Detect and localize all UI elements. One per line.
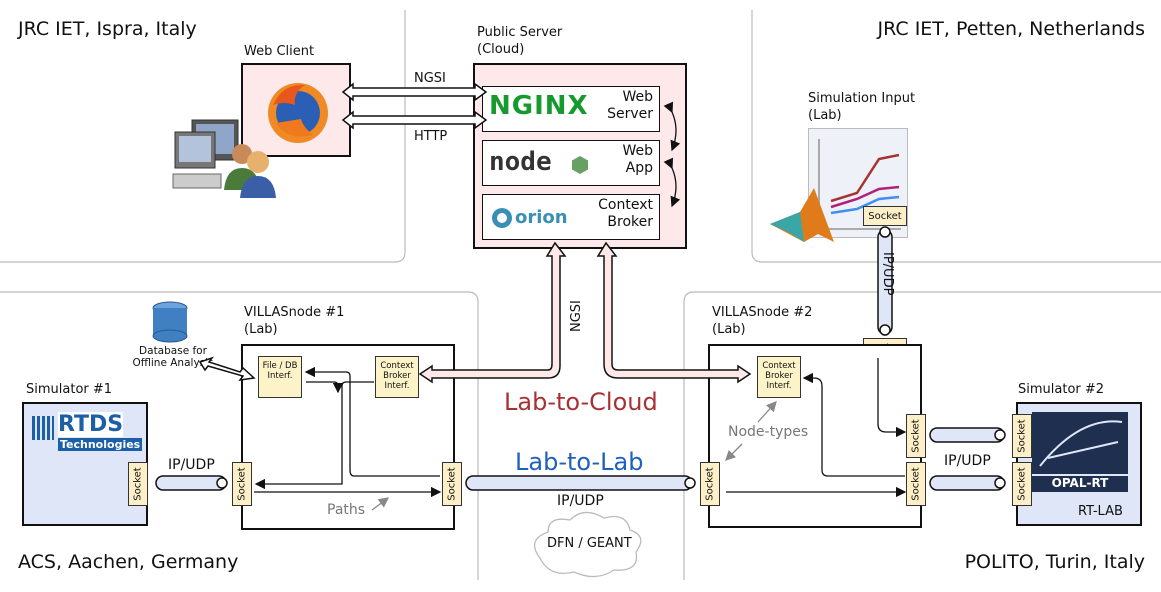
database-label: Database for Offline Analysis (132, 345, 214, 369)
socket-villas2-right-bottom: Socket (906, 462, 926, 506)
network-cloud-label: DFN / GEANT (547, 536, 632, 551)
lab-to-cloud-label: Lab-to-Cloud (504, 388, 658, 416)
socket-villas1-right: Socket (442, 462, 462, 506)
simulation-input-label: Simulation Input (Lab) (808, 91, 916, 123)
computer-users-icon (172, 119, 276, 198)
nodejs-logo: node (489, 147, 552, 177)
villas1-label: VILLASnode #1 (Lab) (244, 305, 345, 337)
villas2-context-broker-interface: Context Broker Interf. (757, 356, 801, 398)
lab-to-lab-label: Lab-to-Lab (515, 448, 644, 476)
public-server-label: Public Server (Cloud) (477, 25, 563, 57)
nginx-logo: NGINX (489, 91, 589, 121)
opal-rt-logo: OPAL-RT (1032, 476, 1128, 492)
rt-lab-label: RT-LAB (1078, 504, 1123, 519)
simulator1-label: Simulator #1 (26, 382, 113, 397)
simulator1-box: RTDS Technologies (22, 402, 148, 526)
ngsi-top-label: NGSI (414, 71, 446, 86)
web-client-box (241, 63, 351, 157)
villas1-file-db-interface: File / DB Interf. (258, 356, 302, 398)
orion-logo: orion (515, 207, 568, 228)
region-label-ispra: JRC IET, Ispra, Italy (18, 18, 197, 40)
socket-sim-input-top: Socket (863, 206, 907, 226)
region-label-petten: JRC IET, Petten, Netherlands (877, 18, 1145, 40)
villas2-label: VILLASnode #2 (Lab) (712, 305, 813, 337)
socket-villas2-right-top: Socket (906, 414, 926, 458)
region-label-aachen: ACS, Aachen, Germany (18, 551, 239, 573)
database-icon (152, 301, 188, 343)
ngsi-vertical-label: NGSI (569, 300, 584, 332)
simulator2-box: OPAL-RT RT-LAB (1016, 402, 1142, 526)
opal-rt-icon (1032, 412, 1128, 474)
orion-icon (492, 208, 512, 228)
region-label-turin: POLITO, Turin, Italy (964, 551, 1145, 573)
rtds-logo: RTDS Technologies (32, 412, 143, 452)
nodejs-hex-icon (572, 156, 588, 174)
matlab-icon (770, 188, 834, 242)
ipudp-vertical-link (877, 226, 893, 336)
ipudp-left-label: IP/UDP (168, 457, 215, 473)
ipudp-right-label: IP/UDP (944, 453, 991, 469)
node-types-annotation: Node-types (728, 424, 809, 440)
socket-simulator1: Socket (128, 462, 148, 506)
network-cloud-shape (533, 511, 642, 578)
socket-simulator2-top: Socket (1012, 414, 1032, 458)
firefox-icon (268, 83, 328, 143)
ipudp-center-label: IP/UDP (557, 493, 604, 509)
socket-villas2-left: Socket (700, 462, 720, 506)
web-client-label: Web Client (244, 44, 315, 59)
socket-simulator2-bottom: Socket (1012, 462, 1032, 506)
socket-villas1-left: Socket (232, 462, 252, 506)
simulator2-label: Simulator #2 (1018, 382, 1105, 397)
http-label: HTTP (414, 129, 448, 144)
villas1-context-broker-interface: Context Broker Interf. (375, 356, 419, 398)
paths-annotation: Paths (327, 502, 366, 518)
